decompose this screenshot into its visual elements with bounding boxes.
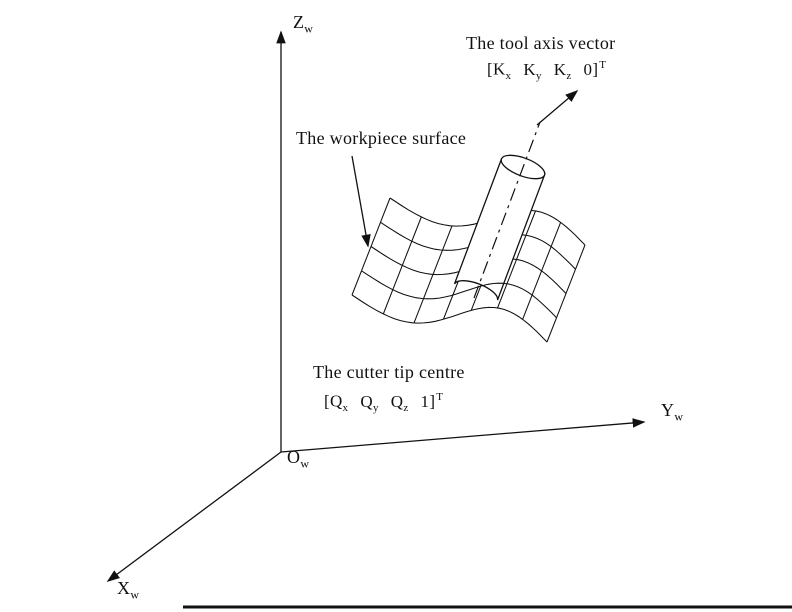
y-axis-label: Yw — [661, 400, 683, 424]
vector-component: Q — [329, 391, 343, 411]
vector-component: K — [553, 59, 567, 79]
origin-label: Ow — [287, 447, 309, 471]
vector-subscript: y — [372, 402, 379, 415]
cutter-tip-caption: The cutter tip centre — [313, 362, 465, 382]
axis-subscript: w — [304, 21, 314, 36]
bracket-close: ] — [592, 59, 599, 79]
transpose-superscript: T — [599, 59, 607, 71]
z-axis-label: Zw — [293, 12, 313, 36]
axis-letter: Y — [661, 400, 675, 420]
workpiece-surface-mesh-front — [351, 270, 557, 343]
tool-axis-centerline — [473, 121, 541, 299]
vector-component: Q — [390, 391, 404, 411]
tool-axis-caption: The tool axis vector — [466, 33, 616, 53]
workpiece-caption: The workpiece surface — [296, 128, 467, 148]
axis-letter: Z — [293, 12, 305, 32]
axis-letter: X — [117, 578, 131, 598]
axis-subscript: w — [130, 587, 140, 602]
tool-axis-arrow — [536, 89, 579, 126]
vector-component: K — [492, 59, 506, 79]
transpose-superscript: T — [436, 391, 444, 403]
vector-component: 1 — [420, 391, 430, 411]
y-axis — [280, 418, 646, 453]
vector-component: 0 — [583, 59, 593, 79]
bracket-open: [ — [487, 59, 493, 79]
bracket-close: ] — [429, 391, 436, 411]
vector-component: K — [523, 59, 536, 79]
vector-subscript: x — [505, 70, 512, 83]
x-axis — [106, 451, 282, 582]
vector-component: Q — [360, 391, 373, 411]
axis-subscript: w — [300, 456, 310, 471]
axis-letter: O — [287, 447, 301, 467]
workpiece-leader-arrow — [351, 155, 371, 248]
vector-subscript: x — [342, 402, 349, 415]
axis-subscript: w — [674, 409, 684, 424]
bracket-open: [ — [324, 391, 330, 411]
vector-subscript: z — [403, 402, 409, 415]
vector-subscript: z — [566, 70, 572, 83]
vector-subscript: y — [535, 70, 542, 83]
x-axis-label: Xw — [117, 578, 139, 602]
